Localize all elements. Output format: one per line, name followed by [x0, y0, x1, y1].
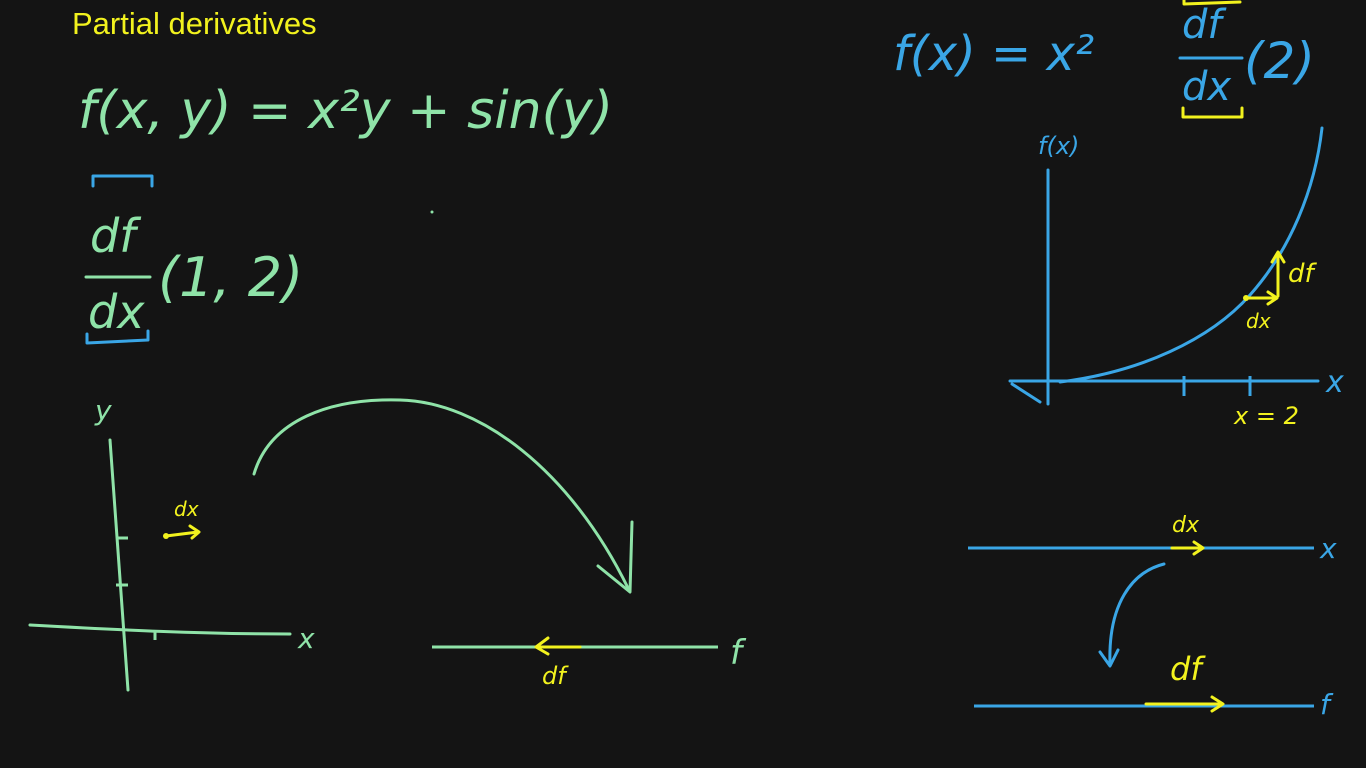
x-number-line-label: x — [1319, 532, 1337, 565]
dx-run-arrow — [1244, 290, 1279, 306]
derivative-bracket — [1181, 0, 1244, 119]
df-rise-arrow — [1270, 250, 1286, 298]
left-graph-x-label: x — [297, 622, 315, 655]
run-label: dx — [1246, 309, 1271, 333]
single-variable-function: f(x) = x² — [893, 26, 1094, 82]
mapping-arrow — [252, 398, 630, 590]
derivative-evaluation-point: (2) — [1244, 32, 1315, 90]
two-variable-function: f(x, y) = x²y + sin(y) — [78, 81, 613, 141]
partial-bracket-top — [91, 174, 154, 188]
mapping-arrow-head — [596, 520, 634, 594]
f-number-line-label: f — [1320, 688, 1334, 721]
left-graph-y-label: y — [94, 394, 112, 427]
output-axis-label: f — [730, 633, 747, 673]
parabola-curve — [1058, 126, 1324, 384]
page-title: Partial derivatives — [72, 6, 317, 41]
point-label: x = 2 — [1233, 402, 1299, 430]
line-mapping-arrow-head — [1098, 648, 1120, 668]
df-nudge-label: df — [542, 662, 569, 690]
right-graph-y-label: f(x) — [1038, 132, 1079, 160]
derivative-numerator: df — [1182, 2, 1227, 48]
line-mapping-arrow — [1108, 562, 1166, 666]
f-line-df-arrow — [1144, 695, 1225, 713]
x-line-dx-arrow — [1170, 540, 1205, 556]
dx-nudge-label: dx — [174, 497, 199, 521]
partial-bracket-bottom — [85, 329, 150, 345]
dx-nudge-arrow — [164, 524, 201, 540]
partial-evaluation-point: (1, 2) — [158, 246, 303, 309]
x-line-dx-label: dx — [1172, 513, 1200, 538]
partial-denominator: dx — [88, 285, 145, 339]
right-graph-x-axis — [1008, 379, 1320, 404]
left-graph-y-axis — [108, 438, 130, 692]
f-line-df-label: df — [1170, 650, 1206, 688]
stray-dot — [430, 210, 434, 214]
rise-label: df — [1288, 259, 1318, 289]
derivative-denominator: dx — [1182, 64, 1231, 110]
partial-numerator: df — [90, 209, 141, 263]
left-graph-x-axis — [28, 623, 292, 636]
df-nudge-arrow — [534, 636, 582, 656]
right-graph-x-label: x — [1325, 365, 1344, 400]
